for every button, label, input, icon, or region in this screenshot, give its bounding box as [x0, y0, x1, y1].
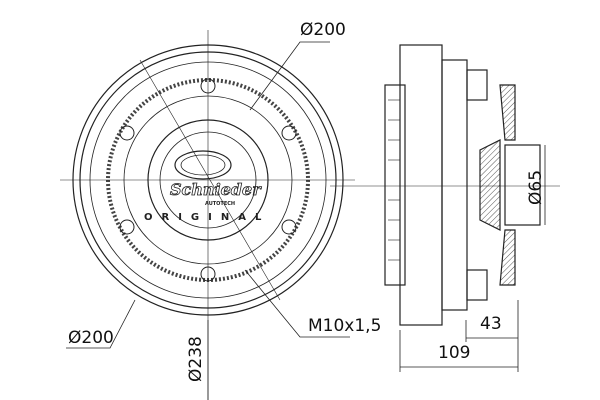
dim-depth-total: 109: [438, 343, 471, 363]
side-view: [207, 44, 560, 400]
dim-outer-diameter: Ø238: [186, 336, 206, 382]
dim-bottom-left-diameter: Ø200: [68, 328, 114, 348]
logo-sub: AUTOTECH: [205, 201, 236, 207]
dim-thread: M10x1,5: [308, 316, 382, 336]
dim-hub-diameter: Ø65: [526, 169, 546, 205]
dim-depth-partial: 43: [480, 314, 502, 334]
logo-brand: Schnieder: [170, 180, 261, 200]
front-view: [60, 30, 355, 400]
logo-tag: ORIGINAL: [144, 212, 271, 223]
dim-top-diameter: Ø200: [300, 20, 346, 40]
